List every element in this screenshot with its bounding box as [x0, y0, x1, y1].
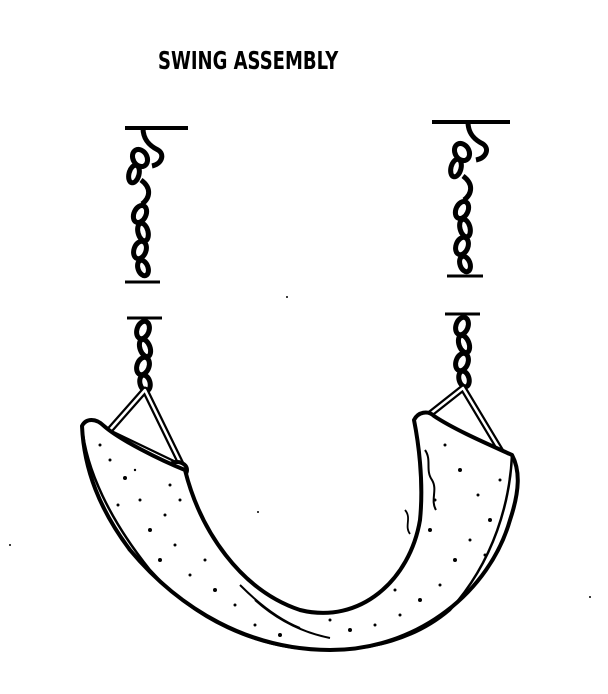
diagram-title: SWING ASSEMBLY [158, 46, 339, 75]
seat-texture [98, 443, 502, 637]
left-upper-chain [126, 146, 152, 279]
left-lower-chain [134, 318, 154, 394]
scan-dots [9, 296, 591, 598]
swing-seat [80, 410, 520, 652]
left-top-hanger [125, 126, 188, 169]
right-top-hanger [432, 120, 510, 163]
right-lower-chain [453, 314, 473, 390]
right-upper-chain [448, 140, 474, 275]
